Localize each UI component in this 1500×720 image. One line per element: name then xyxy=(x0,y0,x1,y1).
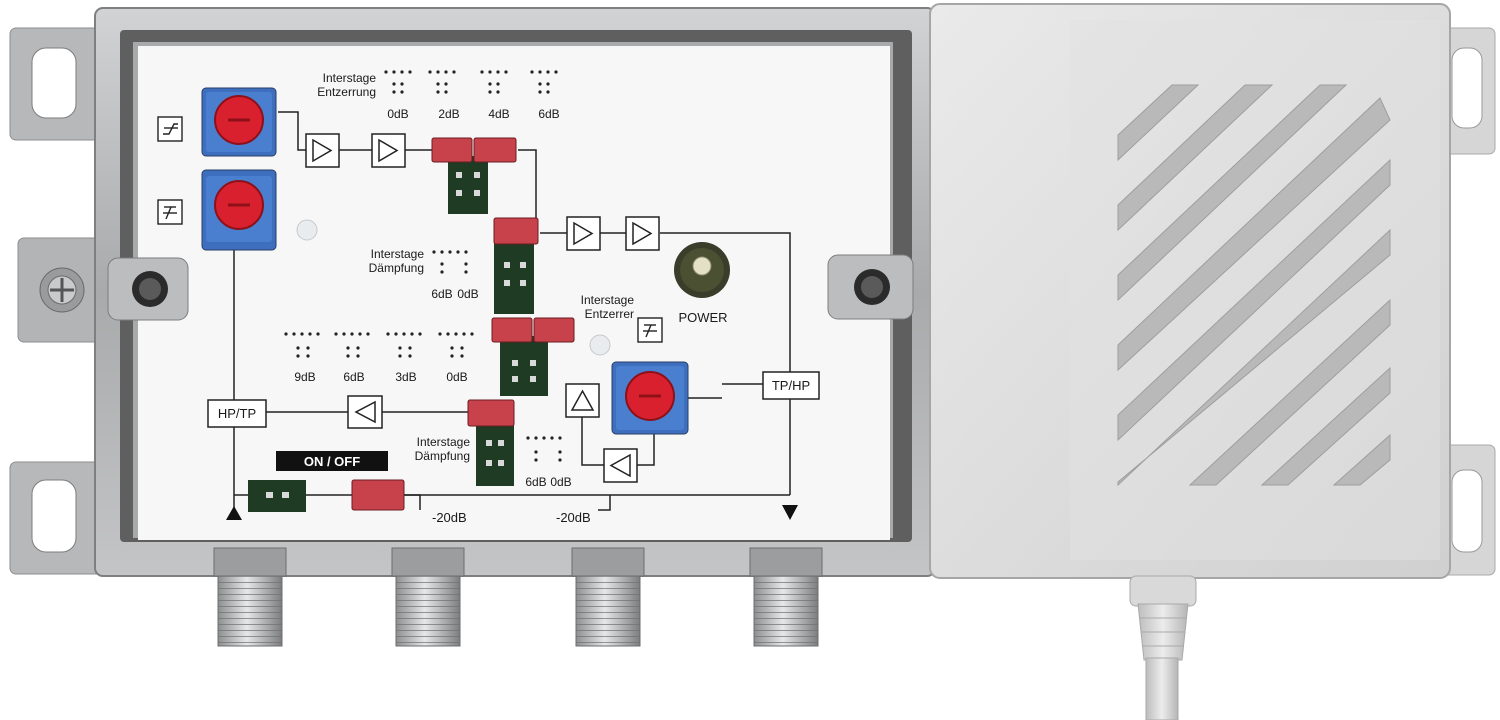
jumper-boards xyxy=(248,156,548,512)
eq-top-option: 2dB xyxy=(438,107,459,121)
port-arrows xyxy=(226,505,798,520)
eq-return-title-2: Entzerrer xyxy=(585,307,634,321)
mounting-ears xyxy=(9,27,1496,576)
f-connector-3[interactable] xyxy=(571,547,645,647)
power-led: POWER xyxy=(674,242,730,325)
att-bottom-option: 0dB xyxy=(550,475,571,489)
att-top-title-1: Interstage xyxy=(371,247,425,261)
diagram-labels: Interstage Entzerrung 0dB 2dB 4dB 6dB In… xyxy=(276,71,634,525)
eq-top-option: 0dB xyxy=(387,107,408,121)
hp-tp-label: HP/TP xyxy=(218,406,256,421)
att-top-option: 6dB xyxy=(431,287,452,301)
eq-mid-option: 6dB xyxy=(343,370,364,384)
adjust-symbols xyxy=(157,116,663,343)
power-supply xyxy=(929,3,1451,579)
signal-lines xyxy=(233,111,791,520)
vent-slots xyxy=(1117,84,1391,487)
eq-mid-option: 0dB xyxy=(446,370,467,384)
jumper-onoff[interactable] xyxy=(351,479,405,511)
power-label: POWER xyxy=(678,310,727,325)
att-bottom-title-1: Interstage xyxy=(417,435,471,449)
att-top-title-2: Dämpfung xyxy=(369,261,424,275)
eq-top-option: 6dB xyxy=(538,107,559,121)
eq-top-title-2: Entzerrung xyxy=(317,85,376,99)
potentiometers xyxy=(201,87,689,435)
eq-top-option: 4dB xyxy=(488,107,509,121)
jumper-att-bottom[interactable] xyxy=(467,399,515,427)
att-bottom-option: 6dB xyxy=(525,475,546,489)
jumper-caps xyxy=(351,137,575,511)
eq-top-title-1: Interstage xyxy=(323,71,377,85)
return-gain-pot[interactable] xyxy=(611,361,689,435)
jumper-eq-mid-2[interactable] xyxy=(533,317,575,343)
filter-boxes: HP/TP TP/HP xyxy=(207,371,820,428)
gain-pot[interactable] xyxy=(201,169,277,251)
screw-bosses xyxy=(107,254,914,321)
slope-pot[interactable] xyxy=(201,87,277,157)
onoff-label: ON / OFF xyxy=(304,454,360,469)
jumper-dots xyxy=(284,70,562,462)
amplifier-symbols xyxy=(305,133,660,483)
tp-hp-label: TP/HP xyxy=(772,378,810,393)
f-connector-2[interactable] xyxy=(391,547,465,647)
led-windows xyxy=(296,219,611,356)
jumper-att-top[interactable] xyxy=(493,217,539,245)
att-top-option: 0dB xyxy=(457,287,478,301)
jumper-eq-top-2[interactable] xyxy=(473,137,517,163)
power-cable xyxy=(1129,575,1197,720)
jumper-eq-mid-1[interactable] xyxy=(491,317,533,343)
f-connectors xyxy=(213,547,823,647)
jumper-eq-top-1[interactable] xyxy=(431,137,473,163)
test-right-label: -20dB xyxy=(556,510,591,525)
att-bottom-title-2: Dämpfung xyxy=(415,449,470,463)
test-left-label: -20dB xyxy=(432,510,467,525)
eq-return-title-1: Interstage xyxy=(581,293,635,307)
f-connector-4[interactable] xyxy=(749,547,823,647)
f-connector-1[interactable] xyxy=(213,547,287,647)
eq-mid-option: 9dB xyxy=(294,370,315,384)
eq-mid-option: 3dB xyxy=(395,370,416,384)
